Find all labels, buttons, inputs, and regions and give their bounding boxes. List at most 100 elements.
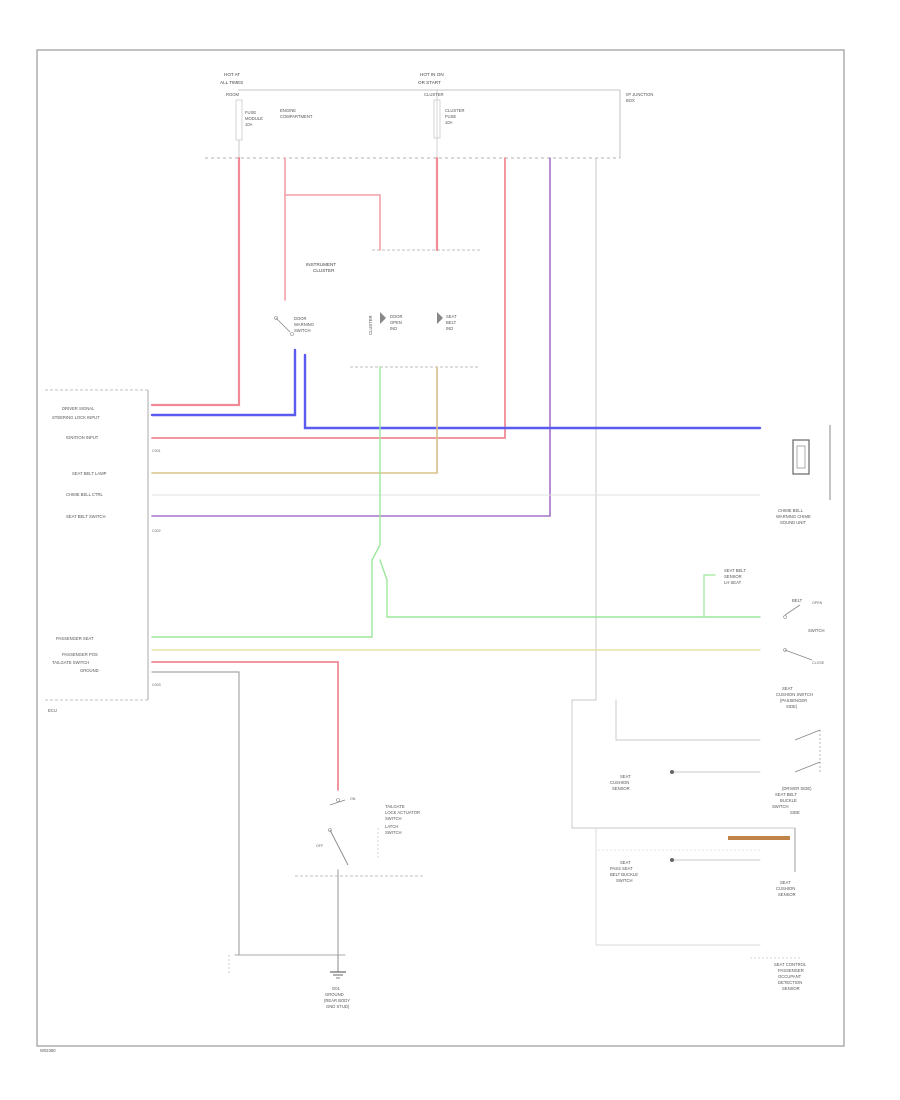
led-1-c: IND xyxy=(390,326,397,331)
tailgate-label-1: TAILGATE xyxy=(385,804,405,809)
wire-gray-lower-loop xyxy=(571,699,796,829)
fuse-mid-name: CLUSTER xyxy=(424,92,444,97)
chime-label-2: WARNING CHIME xyxy=(776,514,811,519)
ecu-name: ECU xyxy=(48,708,57,713)
footer-code: W02360 xyxy=(40,1048,56,1053)
cluster-title-1: INSTRUMENT xyxy=(306,262,336,267)
wire-tan-seatbelt-lamp xyxy=(151,366,438,474)
fuse-mid-title: HOT IN ON xyxy=(420,72,444,77)
wire-green-sensor xyxy=(379,559,761,618)
ground-label-3: (REAR BODY xyxy=(324,998,350,1003)
tailgate-on-label: ON xyxy=(350,797,356,801)
cush-box-label-4: SIDE xyxy=(790,810,800,815)
ground-label-4: GND STUD) xyxy=(326,1004,350,1009)
fuse-left-title: HOT AT xyxy=(224,72,240,77)
door-led-symbol xyxy=(380,312,386,324)
switch-close-label: CLOSE xyxy=(812,661,825,665)
cushion-label-4: SIDE) xyxy=(786,704,798,709)
ground-label-1: G01 xyxy=(332,986,341,991)
ecu-sub-1: C001 xyxy=(152,449,161,453)
cluster-side-label: CLUSTER xyxy=(368,315,373,335)
cush-box-label-3: SWITCH xyxy=(772,804,789,809)
ecu-pin-6: SEAT BELT SWITCH xyxy=(66,514,105,519)
fuse-left-desc-2: MODULE xyxy=(245,116,263,121)
fuse-left-desc-1: FUSE xyxy=(245,110,256,115)
pass-seat-label-1: SEAT xyxy=(620,860,631,865)
cushion-label-2: CUSHION SWITCH xyxy=(776,692,813,697)
right-components: CHIME BELL WARNING CHIME SOUND UNIT SEAT… xyxy=(598,425,831,991)
belt-sw-label-2: SWITCH xyxy=(808,628,825,633)
belt-sw-label-3: (DRIVER SIDE) xyxy=(782,786,812,791)
chime-bell-symbol xyxy=(792,439,810,475)
ecu-pin-3: IGNITION INPUT xyxy=(66,435,99,440)
ground-label-2: GROUND xyxy=(325,992,344,997)
ecu-pin-5: CHIME BELL CTRL xyxy=(66,492,104,497)
cushion-switch-symbol xyxy=(784,649,813,661)
wire-gray-ground xyxy=(151,671,240,956)
ecu-sub-3: C003 xyxy=(152,683,161,687)
bottom-label-2: PASSENGER xyxy=(778,968,804,973)
sensor-label-2: SENSOR xyxy=(724,574,742,579)
tailgate-off-label: OFF xyxy=(316,844,324,848)
wire-green-chime-branch xyxy=(703,574,716,618)
cluster-fuse-label-3: 10A xyxy=(445,120,453,125)
brown-band-marker xyxy=(728,836,790,840)
cluster-fuse-label-1: CLUSTER xyxy=(445,108,465,113)
door-switch-1: DOOR xyxy=(294,316,307,321)
pass-ground-node xyxy=(670,858,674,862)
wire-green-passenger xyxy=(151,366,381,638)
pass-seat-label-4: SWITCH xyxy=(616,878,633,883)
ecu-pin-2: STEERING LOCK INPUT xyxy=(52,415,100,420)
fuse-left-value: ALL TIMES xyxy=(220,80,243,85)
engine-comp-label: ENGINE xyxy=(280,108,296,113)
chime-label-1: CHIME BELL xyxy=(778,508,804,513)
lower-box-label-2: CUSHION xyxy=(610,780,629,785)
door-switch-symbol xyxy=(275,317,291,333)
ecu-pin-4: SEAT BELT LAMP xyxy=(72,471,107,476)
bottom-label-1: SEAT CONTROL xyxy=(774,962,807,967)
wire-blue-chime xyxy=(303,353,762,430)
belt-switch-symbol xyxy=(784,604,801,616)
wire-red-tailgate xyxy=(151,661,339,791)
lower-box-side-1: SEAT xyxy=(780,880,791,885)
sensor-label-1: SEAT BELT xyxy=(724,568,746,573)
pass-seat-label-2: PASS SEAT xyxy=(610,866,633,871)
bottom-label-3: OCCUPANT xyxy=(778,974,802,979)
instrument-cluster: INSTRUMENT CLUSTER CLUSTER DOOR OPEN IND… xyxy=(274,249,480,368)
diagram-frame xyxy=(36,49,845,1047)
fuse-left-desc-3: 10A xyxy=(245,122,253,127)
door-switch-2: WARNING xyxy=(294,322,314,327)
led-1-a: DOOR xyxy=(390,314,403,319)
wire-pink-cluster-feed xyxy=(284,157,381,251)
chime-label-3: SOUND UNIT xyxy=(780,520,806,525)
ecu-pin-1: DRIVER SIGNAL xyxy=(62,406,95,411)
seatbelt-led-symbol xyxy=(437,312,443,324)
belt-buckle-switch-symbol xyxy=(794,729,821,741)
led-2-c: IND xyxy=(446,326,453,331)
fuse-box-area: HOT AT ALL TIMES HOT IN ON OR START ROOM… xyxy=(205,72,653,159)
ecu-pin-8: PASSENGER POS xyxy=(62,652,98,657)
fuse-mid-value: OR START xyxy=(418,80,441,85)
tailgate-label-2: LOCK ACTUATOR xyxy=(385,810,420,815)
ecu-pin-9: TAILGATE SWITCH xyxy=(52,660,89,665)
cushion-label-1: SEAT xyxy=(782,686,793,691)
cushion-label-3: (PASSENGER xyxy=(780,698,807,703)
pass-seat-label-3: BELT BUCKLE xyxy=(610,872,638,877)
latch-label-1: LATCH xyxy=(385,824,398,829)
bottom-label-5: SENSOR xyxy=(782,986,800,991)
cluster-title-2: CLUSTER xyxy=(313,268,335,273)
lower-box-side-3: SENSOR xyxy=(778,892,796,897)
ecu-sub-2: C002 xyxy=(152,529,161,533)
cush-box-label-1: SEAT BELT xyxy=(775,792,797,797)
wire-blue-steering-lock xyxy=(150,348,297,417)
door-switch-3: SWITCH xyxy=(294,328,311,333)
wire-gray-bottom xyxy=(595,827,761,946)
latch-label-2: SWITCH xyxy=(385,830,402,835)
cluster-fuse-label-2: FUSE xyxy=(445,114,456,119)
bottom-label-4: DETECTION xyxy=(778,980,802,985)
lower-box-label-1: SEAT xyxy=(620,774,631,779)
wire-red-ignition xyxy=(151,157,506,439)
switch-open-label: OPEN xyxy=(812,601,823,605)
led-2-b: BELT xyxy=(446,320,457,325)
engine-comp-label-2: COMPARTMENT xyxy=(280,114,313,119)
